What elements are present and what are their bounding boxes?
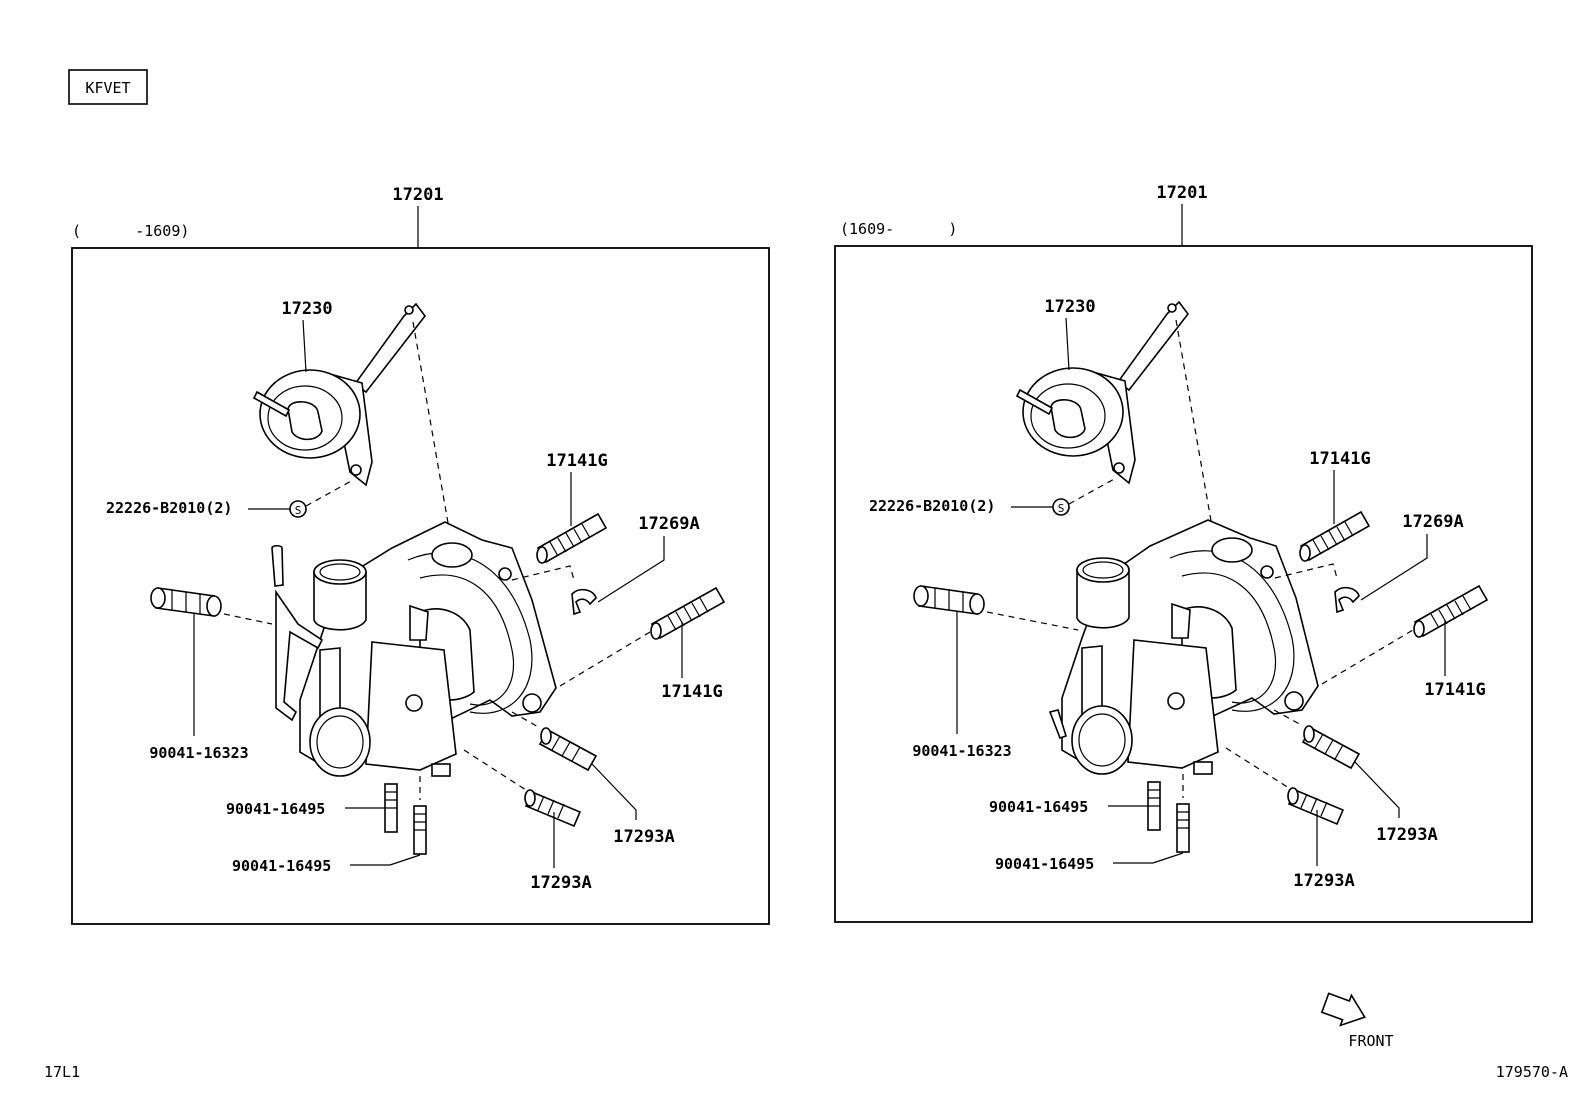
label-e-ring[interactable]: 17269A xyxy=(638,514,699,534)
turbocharger-drawing[interactable] xyxy=(1048,519,1319,775)
date-range: ( -1609) xyxy=(72,222,189,240)
actuator-drawing[interactable] xyxy=(252,302,427,487)
label-plug-a[interactable]: 90041-16495 xyxy=(226,800,325,818)
stud-upper-drawing[interactable] xyxy=(1299,510,1371,562)
svg-text:S: S xyxy=(1058,502,1065,515)
stud-lower-drawing[interactable] xyxy=(1287,787,1345,826)
assembly-number[interactable]: 17201 xyxy=(1156,183,1207,203)
figure-code: 179570-A xyxy=(1496,1063,1568,1081)
label-stud-right[interactable]: 17141G xyxy=(1424,680,1485,700)
panel-frame xyxy=(834,245,1533,923)
engine-code-box: KFVET xyxy=(68,69,148,105)
date-range: (1609- ) xyxy=(840,220,957,238)
label-stud-upper[interactable]: 17141G xyxy=(546,451,607,471)
label-stud-lower-right[interactable]: 17293A xyxy=(613,827,674,847)
label-hose-union[interactable]: 90041-16323 xyxy=(149,744,248,762)
label-actuator[interactable]: 17230 xyxy=(281,299,332,319)
stud-right-drawing[interactable] xyxy=(1413,584,1489,638)
plug-a-drawing[interactable] xyxy=(384,783,398,833)
stud-upper-drawing[interactable] xyxy=(536,512,608,564)
plug-b-drawing[interactable] xyxy=(1176,803,1190,853)
label-plug-b[interactable]: 90041-16495 xyxy=(232,857,331,875)
clip-symbol xyxy=(289,500,307,518)
label-e-ring[interactable]: 17269A xyxy=(1402,512,1463,532)
label-clip-text[interactable]: 22226-B2010(2) xyxy=(869,497,995,515)
label-plug-b[interactable]: 90041-16495 xyxy=(995,855,1094,873)
panel-left: 17201 ( -1609) 17230 22226-B2010(2) S xyxy=(71,185,770,925)
stud-lower-right-drawing[interactable] xyxy=(538,727,598,772)
e-ring-drawing[interactable] xyxy=(571,588,597,616)
panel-frame xyxy=(71,247,770,925)
plug-b-drawing[interactable] xyxy=(413,805,427,855)
label-clip-text[interactable]: 22226-B2010(2) xyxy=(106,499,232,517)
actuator-drawing[interactable] xyxy=(1015,300,1190,485)
assembly-number[interactable]: 17201 xyxy=(392,185,443,205)
panel-right: 17201 (1609- ) 17230 22226-B2010(2) S xyxy=(834,183,1533,923)
hose-union-drawing[interactable] xyxy=(150,587,222,617)
label-stud-right[interactable]: 17141G xyxy=(661,682,722,702)
turbocharger-drawing[interactable] xyxy=(271,521,557,777)
e-ring-drawing[interactable] xyxy=(1334,586,1360,614)
label-stud-upper[interactable]: 17141G xyxy=(1309,449,1370,469)
svg-text:S: S xyxy=(295,504,302,517)
front-arrow-icon xyxy=(1320,992,1366,1027)
clip-symbol xyxy=(1052,498,1070,516)
label-hose-union[interactable]: 90041-16323 xyxy=(912,742,1011,760)
stud-right-drawing[interactable] xyxy=(650,586,726,640)
stud-lower-right-drawing[interactable] xyxy=(1301,725,1361,770)
stud-lower-drawing[interactable] xyxy=(524,789,582,828)
engine-code: KFVET xyxy=(85,79,130,97)
label-stud-lower[interactable]: 17293A xyxy=(530,873,591,893)
hose-union-drawing[interactable] xyxy=(913,585,985,615)
label-plug-a[interactable]: 90041-16495 xyxy=(989,798,1088,816)
label-actuator[interactable]: 17230 xyxy=(1044,297,1095,317)
label-stud-lower[interactable]: 17293A xyxy=(1293,871,1354,891)
front-label: FRONT xyxy=(1348,1032,1393,1050)
label-stud-lower-right[interactable]: 17293A xyxy=(1376,825,1437,845)
plug-a-drawing[interactable] xyxy=(1147,781,1161,831)
page-code: 17L1 xyxy=(44,1063,80,1081)
